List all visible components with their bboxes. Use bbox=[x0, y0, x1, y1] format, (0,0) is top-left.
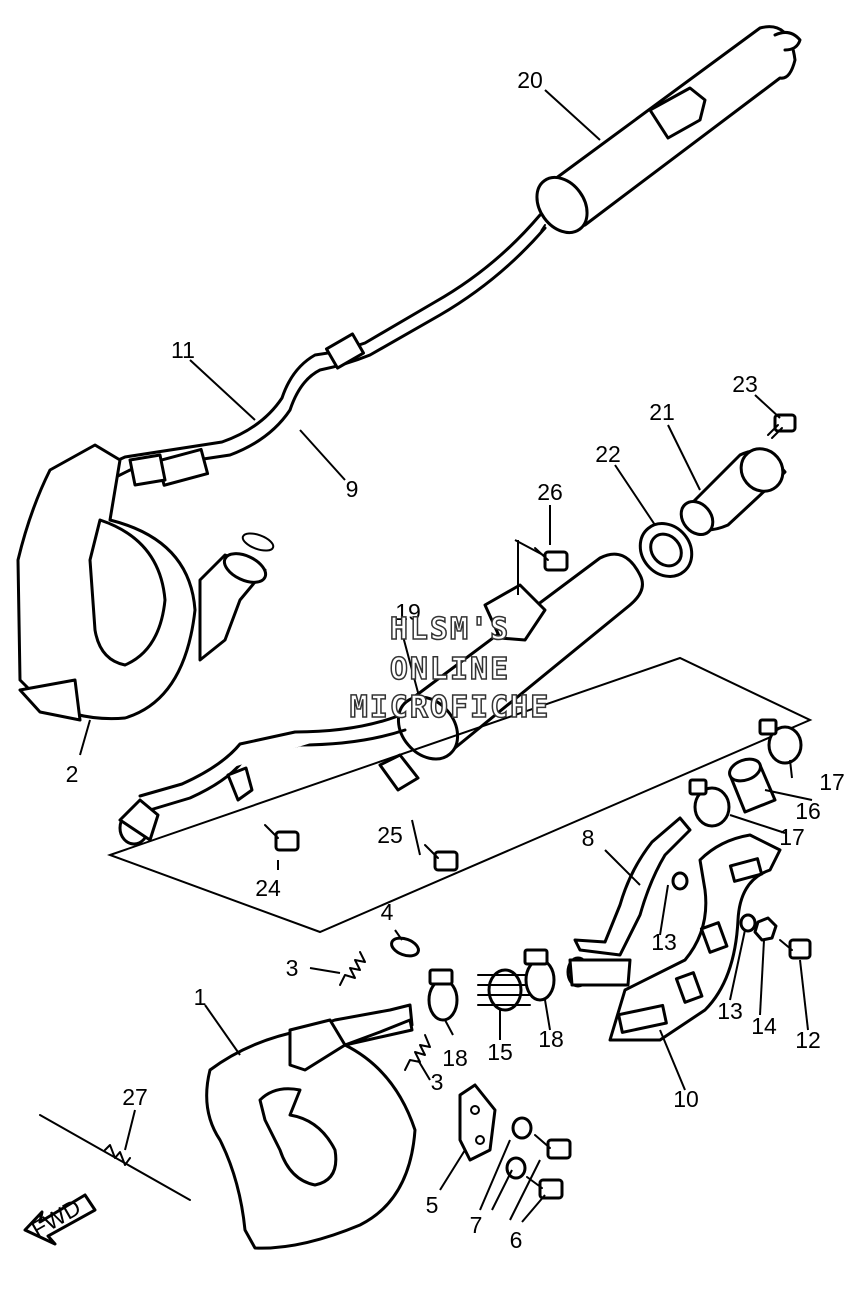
part-3-spring-lower[interactable] bbox=[404, 1034, 431, 1071]
callout-5: 5 bbox=[426, 1192, 439, 1218]
callout-13-lower: 13 bbox=[717, 998, 743, 1024]
callout-25: 25 bbox=[377, 822, 403, 848]
callout-7: 7 bbox=[470, 1212, 483, 1238]
part-18-clamp-left[interactable] bbox=[427, 968, 459, 1022]
watermark-line-2: ONLINE bbox=[389, 651, 511, 688]
callout-2: 2 bbox=[66, 761, 79, 787]
callout-18-right: 18 bbox=[538, 1026, 564, 1052]
part-9-exhaust-pipe[interactable] bbox=[90, 213, 547, 487]
callout-14: 14 bbox=[751, 1013, 777, 1039]
part-17-clamp-upper[interactable] bbox=[758, 718, 803, 765]
part-26-bolt[interactable] bbox=[534, 547, 569, 572]
assembly-outline bbox=[107, 656, 813, 934]
callout-27: 27 bbox=[122, 1084, 148, 1110]
callout-21: 21 bbox=[649, 399, 675, 425]
part-4-o-ring[interactable] bbox=[389, 935, 421, 960]
part-23-bolt[interactable] bbox=[767, 413, 797, 439]
part-25-bolt[interactable] bbox=[424, 844, 459, 872]
callout-1: 1 bbox=[194, 984, 207, 1010]
part-21-joint-pipe[interactable] bbox=[675, 440, 792, 540]
part-24-bolt[interactable] bbox=[264, 824, 300, 852]
callout-3-lower: 3 bbox=[431, 1069, 444, 1095]
part-5-bracket[interactable] bbox=[458, 1083, 497, 1162]
callout-22: 22 bbox=[595, 441, 621, 467]
part-18-clamp-right[interactable] bbox=[523, 948, 556, 1002]
part-13-washer-upper[interactable] bbox=[671, 871, 689, 891]
callout-17-upper: 17 bbox=[819, 769, 845, 795]
callout-24: 24 bbox=[255, 875, 281, 901]
callout-16: 16 bbox=[795, 798, 821, 824]
part-17-clamp-lower[interactable] bbox=[688, 778, 731, 828]
callout-8: 8 bbox=[582, 825, 595, 851]
part-22-gasket[interactable] bbox=[630, 513, 703, 587]
callout-17-lower: 17 bbox=[779, 824, 805, 850]
part-16-sleeve[interactable] bbox=[727, 755, 777, 814]
part-8-pipe-guard[interactable] bbox=[566, 816, 692, 988]
callout-4: 4 bbox=[381, 899, 394, 925]
callout-9: 9 bbox=[346, 476, 359, 502]
callout-15: 15 bbox=[487, 1039, 513, 1065]
part-27-spring[interactable] bbox=[39, 1114, 191, 1201]
callout-18-left: 18 bbox=[442, 1045, 468, 1071]
part-6-bolt-upper[interactable] bbox=[534, 1134, 572, 1160]
callout-11: 11 bbox=[171, 337, 195, 363]
callout-10: 10 bbox=[673, 1086, 699, 1112]
part-19-silencer[interactable] bbox=[118, 552, 644, 846]
part-10-protector[interactable] bbox=[608, 833, 782, 1042]
fwd-arrow-icon: FWD bbox=[23, 1193, 97, 1246]
part-12-bolt[interactable] bbox=[779, 938, 812, 960]
callout-6: 6 bbox=[510, 1227, 523, 1253]
leader-lines bbox=[79, 89, 813, 1223]
part-14-nut[interactable] bbox=[753, 916, 778, 942]
callout-23: 23 bbox=[732, 371, 758, 397]
callout-19: 19 bbox=[395, 599, 421, 625]
callouts: 20 11 9 2 26 22 21 23 19 25 24 17 16 17 … bbox=[66, 67, 845, 1253]
part-7-washer-upper[interactable] bbox=[511, 1116, 533, 1140]
part-2-expansion-chamber[interactable] bbox=[16, 443, 275, 722]
callout-26: 26 bbox=[537, 479, 563, 505]
part-1-expansion-chamber[interactable] bbox=[205, 1003, 417, 1250]
part-3-spring-upper[interactable] bbox=[339, 951, 366, 986]
part-11-pipe-joint[interactable] bbox=[128, 447, 210, 487]
part-13-washer-lower[interactable] bbox=[739, 913, 757, 933]
watermark-line-3: MICROFICHE bbox=[349, 689, 551, 726]
callout-3-upper: 3 bbox=[286, 955, 299, 981]
watermark-line-1: HLSM'S bbox=[389, 611, 511, 648]
callout-13-upper: 13 bbox=[651, 929, 677, 955]
callout-20: 20 bbox=[517, 67, 543, 93]
callout-12: 12 bbox=[795, 1027, 821, 1053]
part-15-joint[interactable] bbox=[477, 968, 531, 1012]
